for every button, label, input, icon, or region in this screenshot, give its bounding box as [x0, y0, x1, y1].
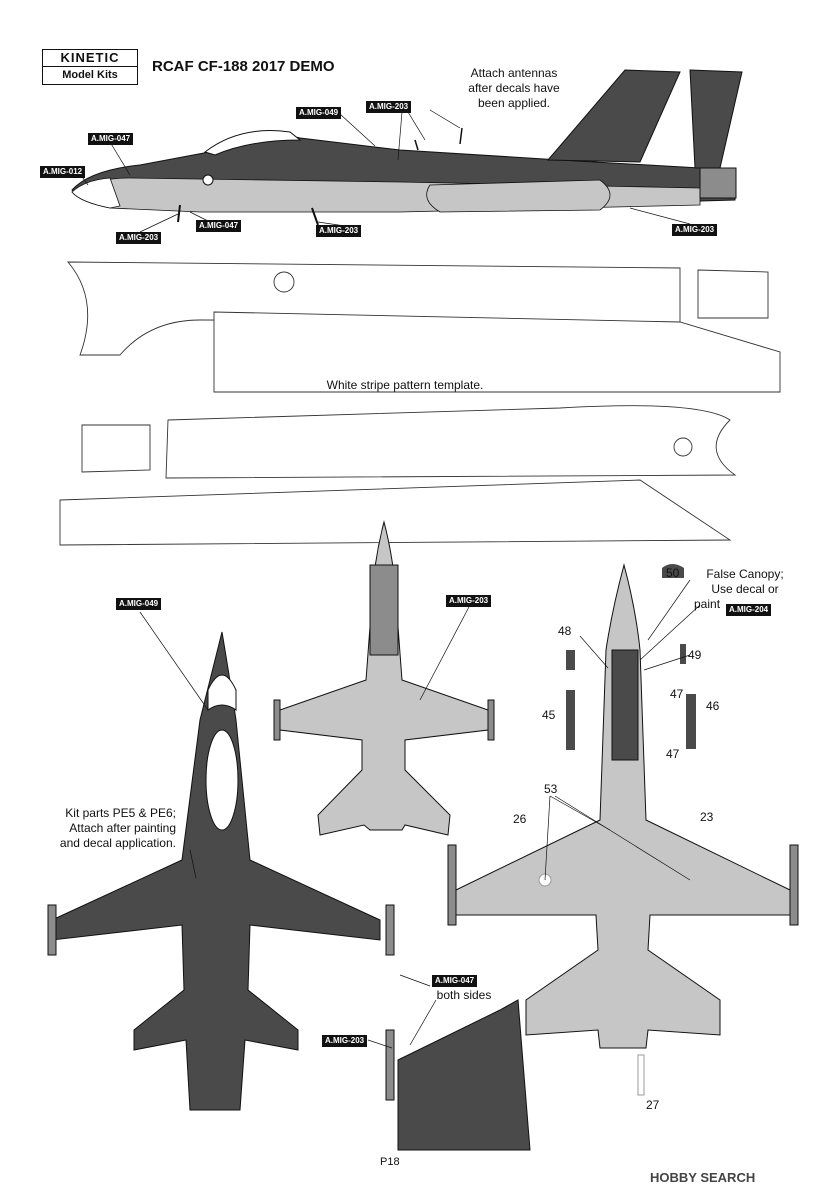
note-line: paint [694, 597, 721, 611]
false-canopy-note: False Canopy; Use decal or paint [690, 567, 800, 612]
paint-tag-mig-047: A.MIG-047 [432, 975, 478, 987]
note-line: been applied. [477, 96, 551, 110]
lower-leader-lines [139, 579, 701, 1049]
paint-tag-mig-204: A.MIG-204 [726, 604, 772, 616]
note-line: and decal application. [59, 836, 176, 850]
side-leader-lines [79, 109, 691, 233]
paint-tag-mig-012: A.MIG-012 [40, 166, 86, 178]
antennas-note: Attach antennas after decals have been a… [454, 66, 574, 111]
logo-brand: KINETIC [43, 50, 137, 67]
decal-number: 27 [646, 1098, 660, 1112]
note-line: Kit parts PE5 & PE6; [65, 806, 176, 820]
paint-tag-mig-049: A.MIG-049 [116, 598, 162, 610]
decal-number: 48 [558, 624, 572, 638]
underside-view-aircraft [447, 563, 799, 1096]
note-line: Attach antennas [470, 66, 558, 80]
paint-tag-mig-203: A.MIG-203 [316, 225, 362, 237]
kinetic-logo: KINETIC Model Kits [42, 49, 138, 85]
note-line: Use decal or [711, 582, 779, 596]
stripe-template-caption: White stripe pattern template. [326, 378, 484, 392]
logo-subtitle: Model Kits [62, 69, 118, 81]
decal-number: 47 [670, 687, 684, 701]
kit-parts-note: Kit parts PE5 & PE6; Attach after painti… [36, 806, 176, 851]
decal-number: 26 [513, 812, 527, 826]
decal-number: 50 [666, 566, 680, 580]
paint-tag-mig-047: A.MIG-047 [88, 133, 134, 145]
page-title: RCAF CF-188 2017 DEMO [152, 58, 335, 75]
paint-tag-mig-203: A.MIG-203 [116, 232, 162, 244]
paint-tag-mig-047: A.MIG-047 [196, 220, 242, 232]
paint-tag-mig-203: A.MIG-203 [366, 101, 412, 113]
paint-tag-mig-203: A.MIG-203 [446, 595, 492, 607]
watermark: HOBBY SEARCH [650, 1170, 756, 1185]
decal-number: 49 [688, 648, 702, 662]
note-line: after decals have [468, 81, 560, 95]
decal-number: 23 [700, 810, 714, 824]
note-line: False Canopy; [706, 567, 784, 581]
both-sides-note: both sides [436, 988, 492, 1002]
center-view-aircraft [273, 520, 495, 836]
top-view-aircraft [47, 631, 395, 1111]
decal-number: 46 [706, 699, 720, 713]
decal-number: 47 [666, 747, 680, 761]
paint-tag-mig-203: A.MIG-203 [322, 1035, 368, 1047]
paint-tag-mig-203: A.MIG-203 [672, 224, 718, 236]
decal-number: 45 [542, 708, 556, 722]
paint-tag-mig-049: A.MIG-049 [296, 107, 342, 119]
side-profile-aircraft [71, 69, 743, 226]
page-number: P18 [380, 1156, 400, 1168]
decal-number: 53 [544, 782, 558, 796]
note-line: Attach after painting [69, 821, 176, 835]
stripe-templates [59, 261, 781, 546]
wing-detail [385, 999, 531, 1151]
